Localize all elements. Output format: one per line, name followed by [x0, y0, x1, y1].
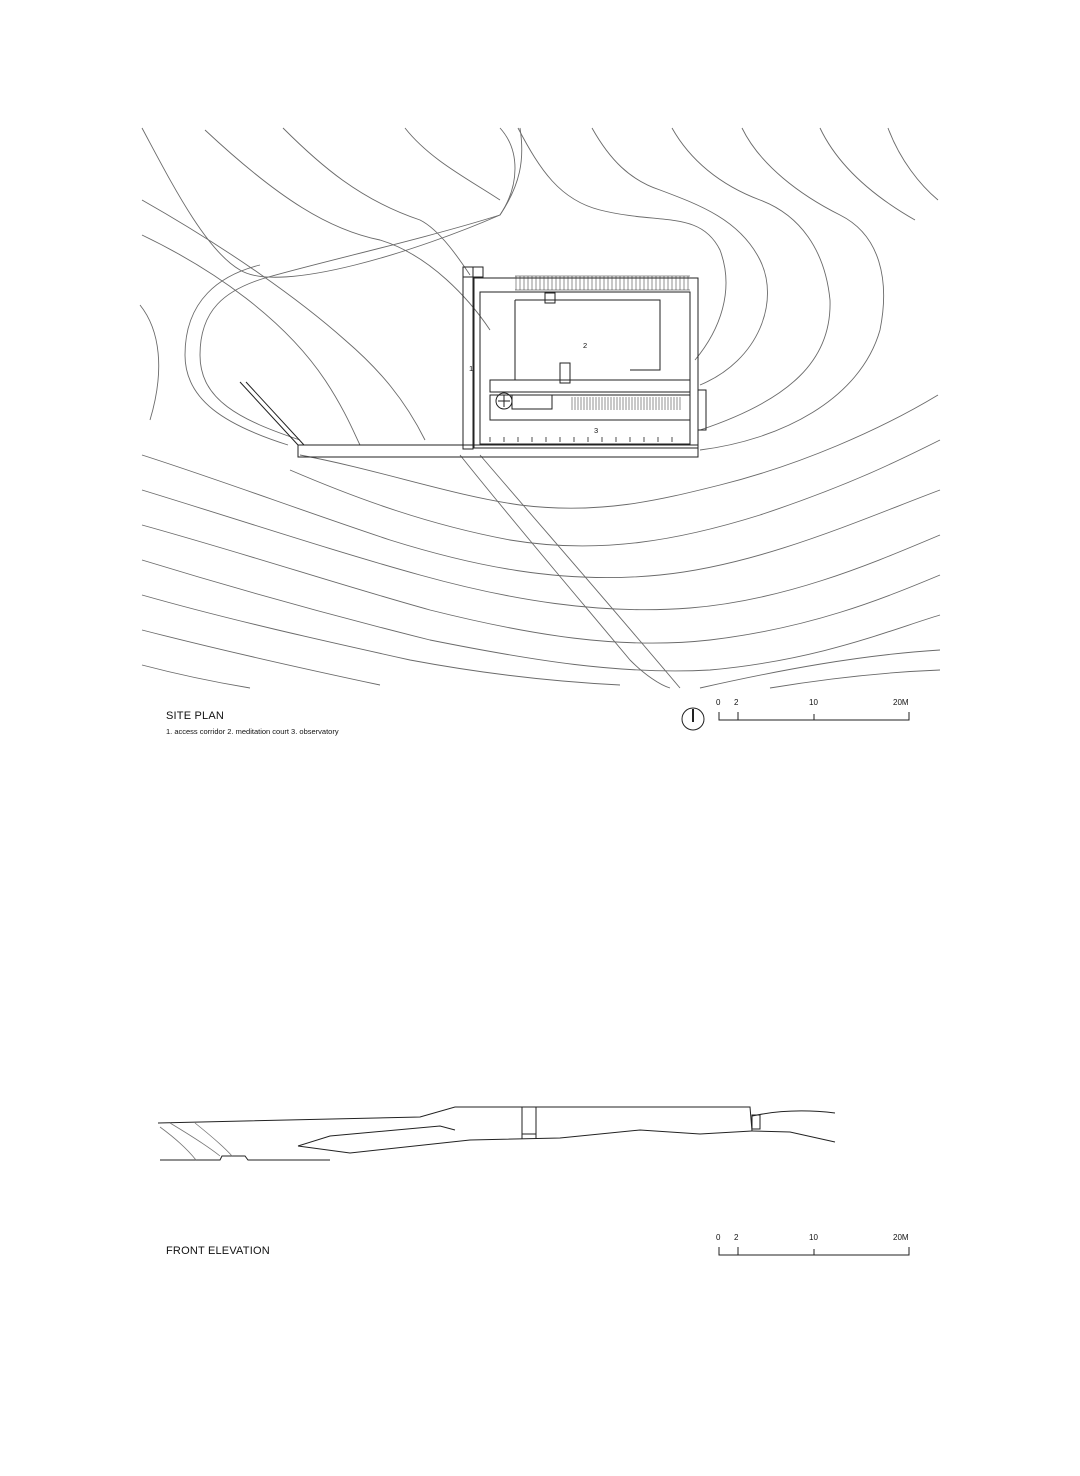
- callout-observatory: 3: [594, 426, 599, 435]
- scale-tick-0-elev: 0: [716, 1233, 721, 1242]
- callout-meditation-court: 2: [583, 341, 588, 350]
- site-plan-drawing: [139, 127, 941, 689]
- stair-ticks-top: [515, 276, 689, 290]
- access-road: [184, 127, 523, 446]
- contour-lines: [139, 127, 941, 689]
- scale-tick-10: 10: [809, 698, 818, 707]
- stair-ticks-mid: [571, 397, 681, 410]
- scale-bar-site-plan: [718, 712, 910, 721]
- scale-tick-2-elev: 2: [734, 1233, 739, 1242]
- front-elevation-drawing: [157, 1106, 836, 1161]
- scale-tick-0: 0: [716, 698, 721, 707]
- site-plan-title: SITE PLAN: [166, 710, 225, 722]
- front-elevation-title: FRONT ELEVATION: [166, 1245, 270, 1257]
- building-plan: [239, 266, 707, 458]
- north-arrow-icon: [681, 707, 705, 731]
- scale-tick-2: 2: [734, 698, 739, 707]
- scale-tick-10-elev: 10: [809, 1233, 818, 1242]
- callout-access-corridor: 1: [469, 364, 474, 373]
- scale-tick-20m: 20M: [893, 698, 909, 707]
- observatory-ticks: [489, 437, 673, 442]
- scale-bar-elevation: [718, 1247, 910, 1256]
- site-plan-legend: 1. access corridor 2. meditation court 3…: [166, 727, 339, 736]
- scale-tick-20m-elev: 20M: [893, 1233, 909, 1242]
